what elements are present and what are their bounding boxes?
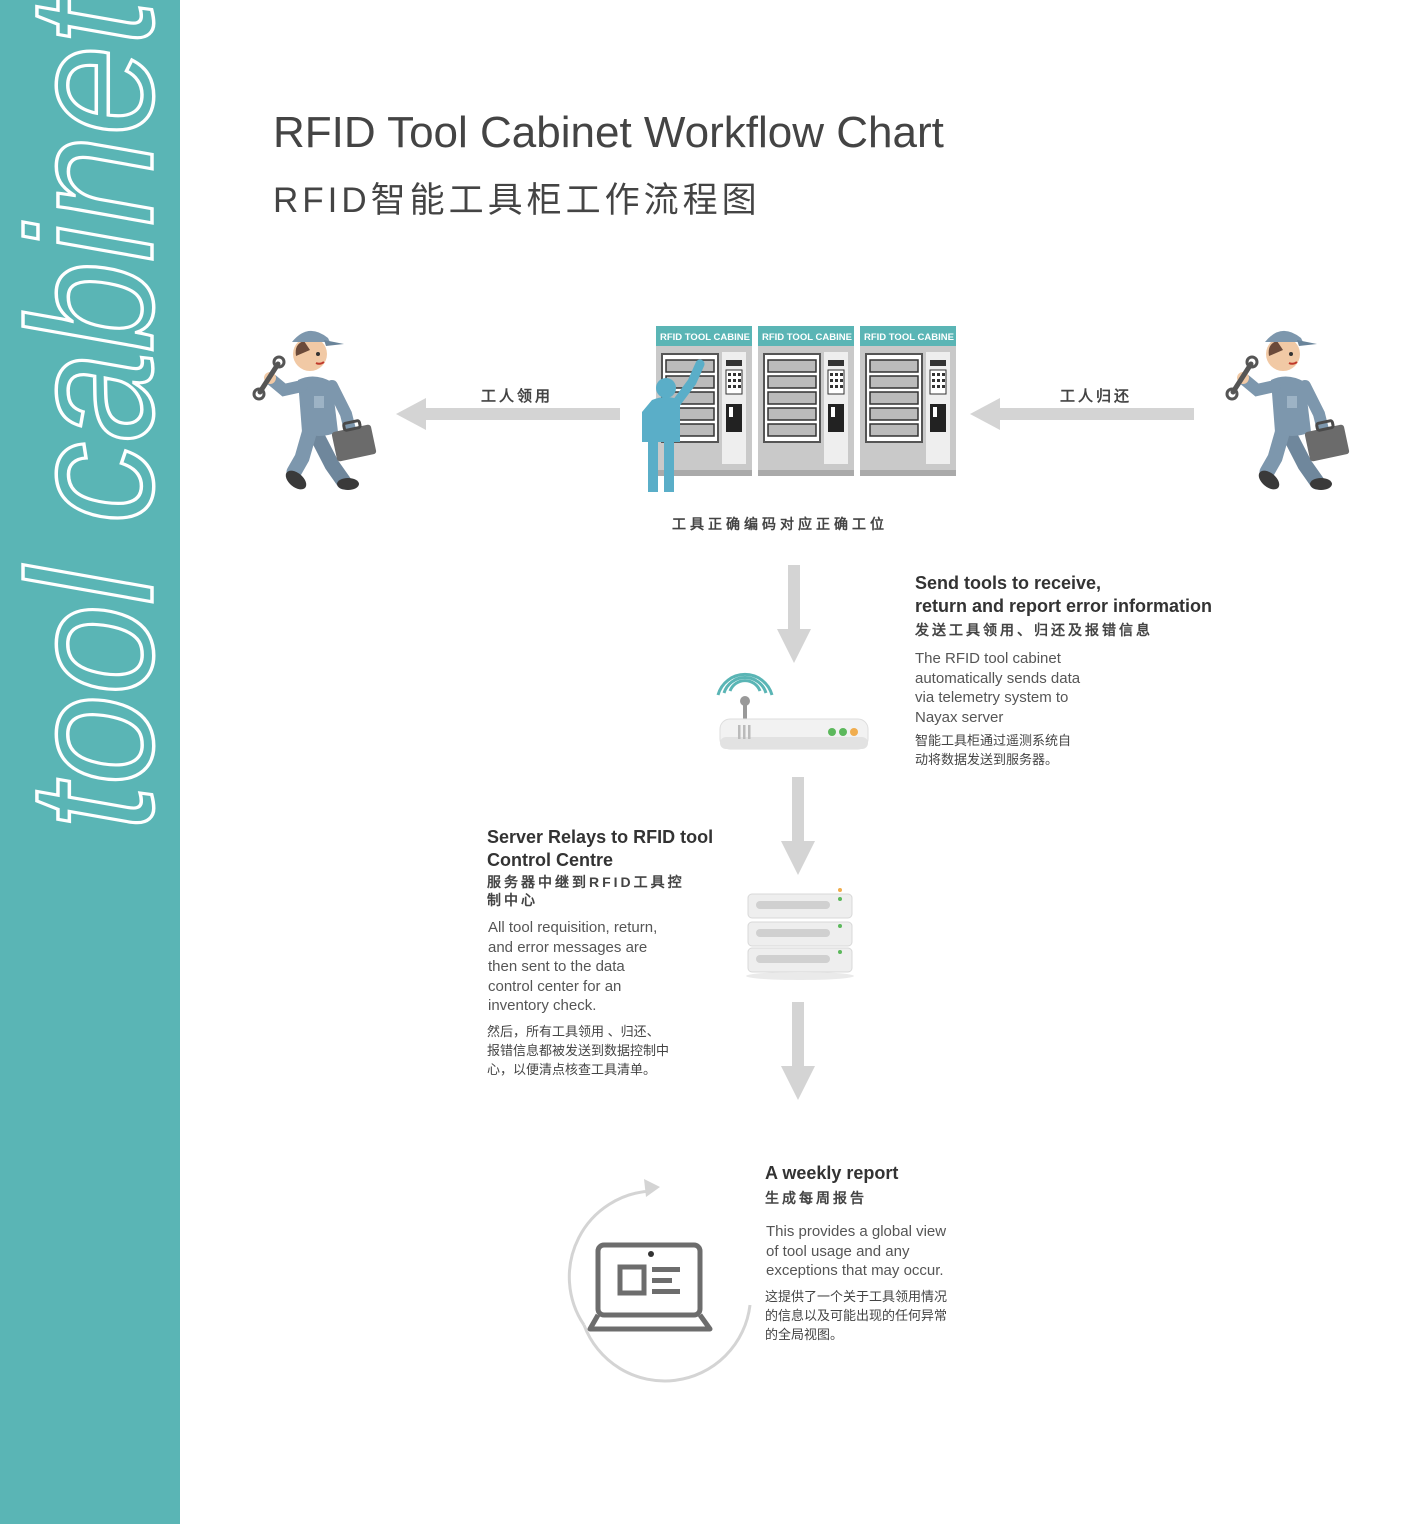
step-send-body-cn: 智能工具柜通过遥测系统自 动将数据发送到服务器。 [915, 733, 1072, 767]
page-title: RFID Tool Cabinet Workflow Chart [273, 108, 944, 157]
server-icon [746, 888, 854, 980]
step-server-heading-en: Server Relays to RFID tool Control Centr… [487, 827, 714, 870]
router-icon [716, 672, 869, 750]
arrow-down-3 [781, 1002, 815, 1100]
step-send-heading-line2: return and report error information [915, 596, 1213, 616]
step-report-body-cn: 这提供了一个关于工具领用情况 的信息以及可能出现的任何异常 的全局视图。 [765, 1289, 948, 1342]
tool-cabinets-illustration: RFID TOOL CABINE RFID TOOL CABINE RFID T… [642, 325, 957, 492]
step-send-body-en: The RFID tool cabinet automatically send… [915, 650, 1081, 726]
sidebar-word-text: tool cabinet [0, 0, 180, 830]
cabinet-caption: 工具正确编码对应正确工位 [672, 516, 888, 532]
page-subtitle-cn: RFID智能工具柜工作流程图 [273, 181, 761, 220]
cabinet-1-label: RFID TOOL CABINE [660, 332, 750, 343]
cabinet-2-label: RFID TOOL CABINE [762, 332, 852, 343]
arrow-left-return [970, 398, 1194, 430]
sidebar-vertical-word: tool cabinet [0, 0, 180, 832]
arrow-down-1 [777, 565, 811, 663]
step-send-heading-line1: Send tools to receive, [915, 573, 1102, 593]
label-worker-take: 工人领用 [481, 388, 554, 405]
label-worker-return: 工人归还 [1060, 388, 1133, 405]
step-report-heading-cn: 生成每周报告 [765, 1190, 867, 1206]
worker-leaving-icon [252, 330, 377, 490]
sidebar-band [0, 0, 180, 1524]
arrow-down-2 [781, 777, 815, 875]
cabinet-3-label: RFID TOOL CABINE [864, 332, 954, 343]
laptop-report-icon [567, 1179, 752, 1383]
worker-returning-icon [1225, 330, 1350, 490]
step-server-body-cn: 然后，所有工具领用 、归还、 报错信息都被发送到数据控制中 心，以便清点核查工具… [487, 1024, 670, 1077]
step-server-body-en: All tool requisition, return, and error … [488, 919, 658, 1014]
step-report-heading-en: A weekly report [765, 1163, 899, 1183]
step-server-heading-cn: 服务器中继到RFID工具控 制中心 [487, 874, 685, 908]
step-report-body-en: This provides a global view of tool usag… [766, 1223, 947, 1279]
arrow-left-take [396, 398, 620, 430]
step-send-heading-cn: 发送工具领用、归还及报错信息 [915, 622, 1153, 638]
